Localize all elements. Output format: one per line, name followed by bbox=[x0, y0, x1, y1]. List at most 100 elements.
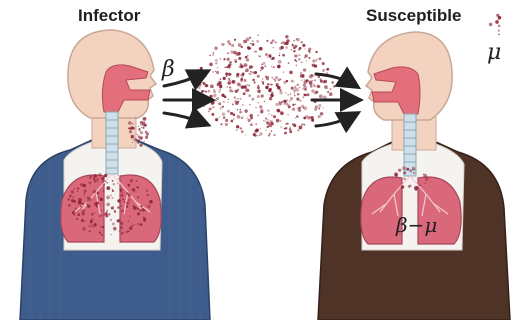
aerosol-particle bbox=[117, 183, 118, 184]
aerosol-particle bbox=[103, 190, 105, 192]
aerosol-particle bbox=[271, 40, 273, 42]
aerosol-particle bbox=[104, 213, 107, 216]
aerosol-particle bbox=[259, 105, 262, 108]
aerosol-particle bbox=[209, 107, 212, 110]
aerosol-particle bbox=[215, 62, 217, 64]
aerosol-particle bbox=[289, 71, 293, 75]
aerosol-particle bbox=[319, 95, 323, 99]
aerosol-particle bbox=[227, 86, 228, 87]
aerosol-particle bbox=[318, 107, 320, 109]
aerosol-particle bbox=[227, 40, 230, 43]
aerosol-particle bbox=[101, 215, 103, 217]
aerosol-particle bbox=[238, 43, 242, 47]
aerosol-particle bbox=[106, 196, 110, 200]
aerosol-particle bbox=[228, 79, 230, 81]
aerosol-particle bbox=[97, 192, 100, 195]
aerosol-particle bbox=[252, 79, 255, 82]
aerosol-particle bbox=[266, 87, 267, 88]
aerosol-particle bbox=[252, 43, 255, 46]
aerosol-particle bbox=[143, 127, 145, 129]
aerosol-particle bbox=[91, 213, 94, 216]
aerosol-particle bbox=[265, 129, 266, 130]
aerosol-particle bbox=[268, 85, 270, 87]
aerosol-particle bbox=[106, 186, 110, 190]
aerosol-particle bbox=[294, 54, 297, 57]
aerosol-particle bbox=[200, 67, 203, 70]
aerosol-particle bbox=[223, 58, 225, 60]
aerosol-particle bbox=[301, 41, 303, 43]
aerosol-particle bbox=[236, 73, 239, 76]
aerosol-particle bbox=[254, 82, 256, 84]
aerosol-particle bbox=[229, 86, 231, 88]
aerosol-particle bbox=[252, 40, 254, 42]
aerosol-particle bbox=[292, 104, 294, 106]
aerosol-particle bbox=[279, 102, 282, 105]
aerosol-particle bbox=[289, 100, 291, 102]
aerosol-particle bbox=[284, 103, 286, 105]
aerosol-particle bbox=[140, 131, 143, 134]
aerosol-particle bbox=[395, 174, 398, 177]
aerosol-particle bbox=[286, 80, 288, 82]
aerosol-particle bbox=[231, 44, 234, 47]
aerosol-particle bbox=[77, 191, 79, 193]
aerosol-particle bbox=[103, 183, 105, 185]
aerosol-particle bbox=[204, 74, 207, 77]
aerosol-particle bbox=[90, 220, 93, 223]
aerosol-particle bbox=[236, 129, 238, 131]
aerosol-particle bbox=[87, 197, 90, 200]
aerosol-particle bbox=[69, 195, 72, 198]
aerosol-particle bbox=[217, 98, 219, 100]
aerosol-particle bbox=[299, 126, 303, 130]
aerosol-particle bbox=[106, 182, 108, 184]
aerosol-particle bbox=[108, 213, 110, 215]
aerosol-particle bbox=[270, 42, 273, 45]
aerosol-particle bbox=[198, 86, 201, 89]
aerosol-particle bbox=[69, 197, 70, 198]
aerosol-particle bbox=[318, 115, 321, 118]
aerosol-particle bbox=[279, 55, 281, 57]
aerosol-particle bbox=[265, 53, 268, 56]
aerosol-particle bbox=[212, 54, 214, 56]
aerosol-particle bbox=[279, 91, 282, 94]
aerosol-particle bbox=[137, 139, 140, 142]
aerosol-particle bbox=[226, 76, 228, 78]
aerosol-particle bbox=[401, 185, 405, 189]
aerosol-particle bbox=[221, 43, 223, 45]
aerosol-particle bbox=[105, 180, 107, 182]
aerosol-particle bbox=[314, 79, 316, 81]
aerosol-particle bbox=[130, 179, 133, 182]
aerosol-particle bbox=[147, 135, 148, 136]
aerosol-particle bbox=[222, 113, 225, 116]
aerosol-particle bbox=[257, 89, 261, 93]
aerosol-particle bbox=[144, 122, 145, 123]
aerosol-particle bbox=[112, 222, 115, 225]
aerosol-particle bbox=[234, 96, 236, 98]
aerosol-particle bbox=[257, 34, 258, 35]
aerosol-particle bbox=[127, 192, 130, 195]
aerosol-particle bbox=[266, 40, 268, 42]
aerosol-particle bbox=[260, 128, 261, 129]
aerosol-particle bbox=[246, 58, 249, 61]
aerosol-particle bbox=[495, 20, 499, 24]
aerosol-particle bbox=[134, 224, 136, 226]
aerosol-particle bbox=[236, 125, 239, 128]
aerosol-particle bbox=[245, 134, 246, 135]
aerosol-particle bbox=[257, 85, 259, 87]
aerosol-particle bbox=[303, 117, 306, 120]
aerosol-particle bbox=[281, 42, 282, 43]
aerosol-particle bbox=[408, 185, 411, 188]
aerosol-particle bbox=[78, 198, 82, 202]
aerosol-particle bbox=[248, 119, 251, 122]
aerosol-particle bbox=[302, 44, 305, 47]
aerosol-particle bbox=[304, 124, 305, 125]
aerosol-particle bbox=[498, 29, 500, 31]
aerosol-particle bbox=[137, 208, 139, 210]
aerosol-particle bbox=[129, 226, 132, 229]
aerosol-particle bbox=[275, 76, 278, 79]
aerosol-particle bbox=[293, 40, 295, 42]
aerosol-particle bbox=[284, 132, 287, 135]
aerosol-particle bbox=[310, 74, 313, 77]
aerosol-particle bbox=[267, 110, 269, 112]
aerosol-particle bbox=[84, 193, 86, 195]
aerosol-particle bbox=[203, 90, 205, 92]
